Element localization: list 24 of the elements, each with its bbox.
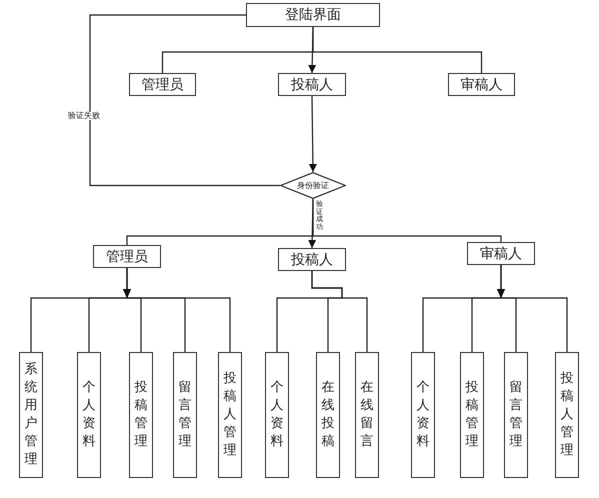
function-box: 在线留言 — [355, 352, 379, 478]
role-box: 投稿人 — [278, 73, 346, 96]
function-box: 投稿人管理 — [218, 352, 242, 478]
connector-arrow — [497, 265, 568, 352]
role-box: 审稿人 — [467, 242, 535, 265]
function-box: 投稿人管理 — [555, 352, 579, 478]
function-box: 个人资料 — [411, 352, 435, 478]
decision-diamond: 身份验证 — [280, 172, 346, 199]
function-box: 系统用户管理 — [19, 352, 43, 478]
function-box: 留言管理 — [504, 352, 528, 478]
connector-arrow — [123, 268, 231, 352]
role-box: 投稿人 — [278, 248, 346, 271]
role-box: 审稿人 — [448, 73, 515, 96]
edge-label: 验证失败 — [68, 112, 100, 120]
function-box: 投稿管理 — [129, 352, 153, 478]
connector-arrow — [308, 96, 317, 172]
function-box: 个人资料 — [265, 352, 289, 478]
role-box: 管理员 — [93, 245, 161, 268]
function-box: 个人资料 — [77, 352, 101, 478]
page-box: 登陆界面 — [246, 3, 380, 27]
role-box: 管理员 — [129, 73, 196, 96]
function-box: 投稿管理 — [460, 352, 484, 478]
function-box: 留言管理 — [173, 352, 197, 478]
function-box: 在线投稿 — [316, 352, 340, 478]
